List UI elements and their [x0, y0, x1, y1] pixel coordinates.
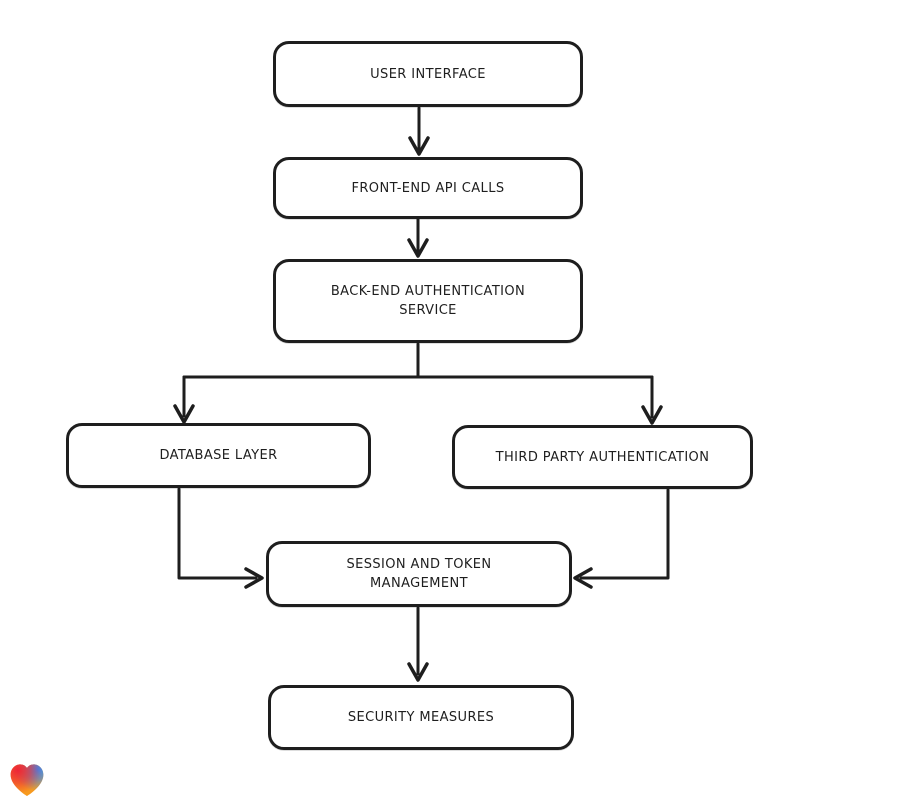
lovable-heart-logo[interactable]: [8, 761, 46, 799]
node-back-end-authentication-service: BACK-END AUTHENTICATION SERVICE: [273, 259, 583, 343]
node-label-third-party-authentication: THIRD PARTY AUTHENTICATION: [495, 449, 710, 465]
arrow-database-to-session: [177, 487, 258, 580]
node-label-front-end-api-calls: FRONT-END API CALLS: [351, 180, 505, 196]
arrowhead-session-to-security: [407, 662, 429, 682]
arrowhead-thirdparty-to-session: [573, 567, 593, 589]
arrowhead-backend-to-thirdparty: [641, 405, 663, 425]
arrowhead-ui-to-frontend: [408, 136, 430, 156]
node-user-interface: USER INTERFACE: [273, 41, 583, 107]
node-front-end-api-calls: FRONT-END API CALLS: [273, 157, 583, 219]
node-security-measures: SECURITY MEASURES: [268, 685, 574, 750]
node-session-and-token-management: SESSION AND TOKEN MANAGEMENT: [266, 541, 572, 607]
node-third-party-authentication: THIRD PARTY AUTHENTICATION: [452, 425, 753, 489]
node-label-database-layer: DATABASE LAYER: [159, 448, 278, 463]
node-label-security-measures: SECURITY MEASURES: [347, 710, 495, 725]
arrow-backend-branch-trunk: [182, 342, 654, 379]
node-database-layer: DATABASE LAYER: [66, 423, 371, 488]
arrowhead-backend-to-database: [173, 404, 195, 424]
arrowhead-database-to-session: [244, 567, 264, 589]
arrow-thirdparty-to-session: [579, 488, 670, 580]
arrowhead-frontend-to-backend: [407, 238, 429, 258]
heart-icon: [10, 764, 44, 797]
node-label-user-interface: USER INTERFACE: [370, 66, 486, 82]
node-label-back-end-authentication-service: BACK-END AUTHENTICATION SERVICE: [330, 284, 526, 318]
node-label-session-and-token-management: SESSION AND TOKEN MANAGEMENT: [346, 557, 492, 591]
